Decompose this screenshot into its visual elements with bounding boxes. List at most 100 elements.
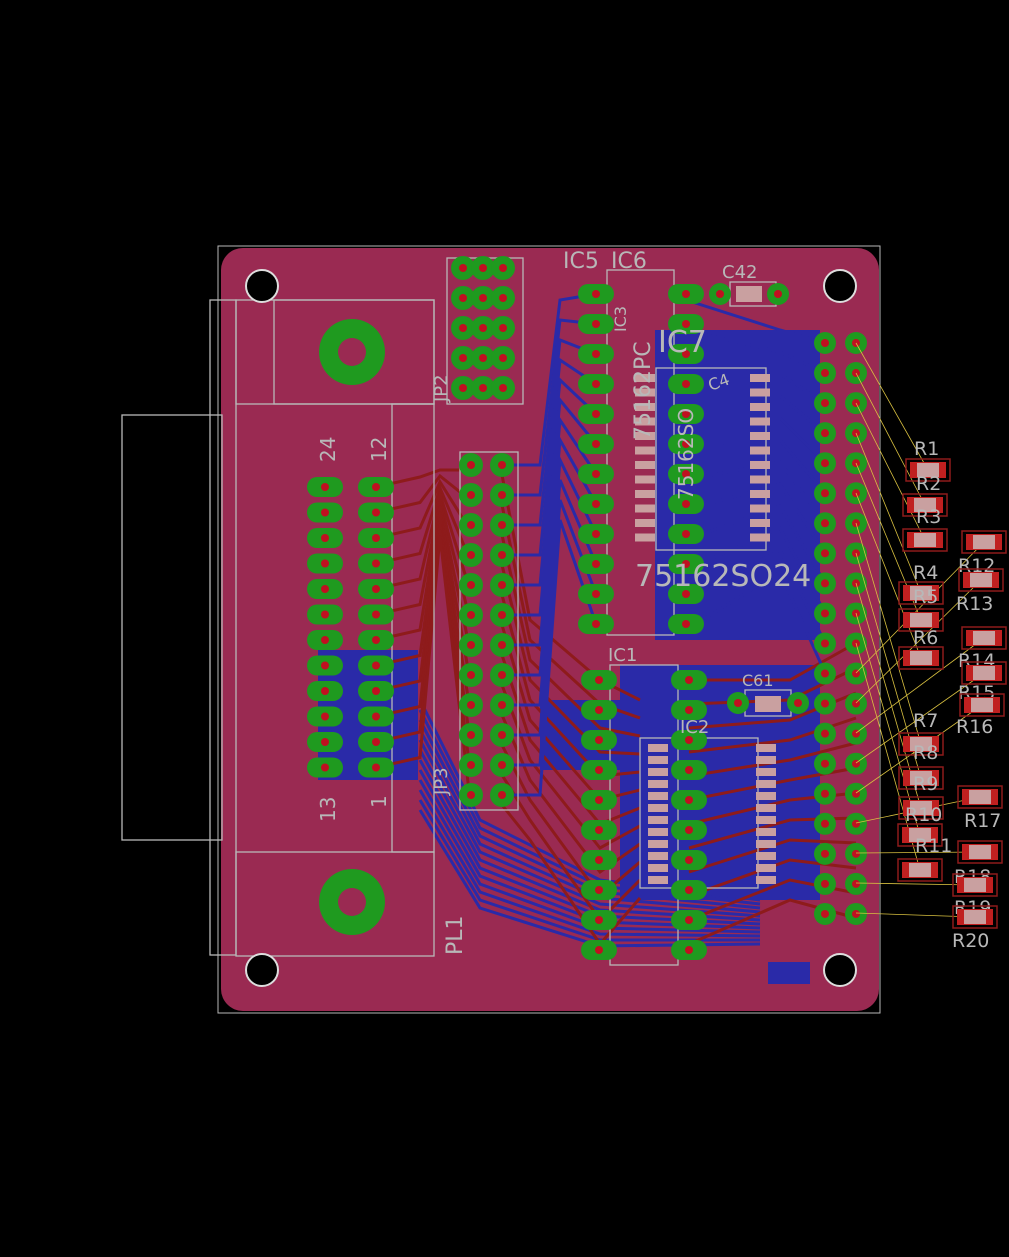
trace <box>500 564 641 756</box>
silkscreen-outline <box>655 367 767 551</box>
label-pl1[interactable]: PL1 <box>443 915 468 955</box>
mounting-hole <box>245 269 279 303</box>
pad-drill <box>498 551 506 559</box>
pad-drill <box>821 759 829 768</box>
pad-drill <box>467 701 475 709</box>
pad-drill <box>821 669 829 678</box>
smd-pad <box>756 780 776 788</box>
airwire <box>855 637 985 734</box>
label-ic3[interactable]: IC3 <box>611 306 630 332</box>
resistor-outline <box>897 858 943 882</box>
pad-drill <box>592 620 600 628</box>
smd-pad <box>635 475 655 484</box>
pad-drill <box>685 856 693 864</box>
resistor-label-r3[interactable]: R3 <box>916 506 941 528</box>
pad-drill <box>467 731 475 739</box>
pad-drill <box>595 856 603 864</box>
pad-drill <box>467 671 475 679</box>
label-ic5[interactable]: IC5 <box>563 249 599 274</box>
label-ic6[interactable]: IC6 <box>611 249 647 274</box>
silkscreen-outline <box>609 664 679 966</box>
pad-drill <box>852 849 860 858</box>
resistors: R1R2R3R4R5R6R7R8R9R10R11R12R13R14R15R16R… <box>897 438 1007 952</box>
resistor-pad <box>910 651 932 665</box>
resistor-label-r20[interactable]: R20 <box>952 930 989 952</box>
label-ic1[interactable]: IC1 <box>608 645 637 666</box>
trace <box>502 396 598 617</box>
trace <box>502 292 597 467</box>
pad-drill <box>682 500 690 508</box>
airwire <box>855 612 921 836</box>
pad-drill <box>467 761 475 769</box>
trace <box>685 416 827 465</box>
resistor-outline <box>902 493 948 517</box>
trace <box>685 298 826 345</box>
resistor-label-r6[interactable]: R6 <box>913 627 938 649</box>
smd-pad <box>648 876 668 884</box>
smd-pad <box>648 792 668 800</box>
smd-pad <box>756 744 776 752</box>
trace <box>500 534 641 738</box>
trace <box>375 468 470 489</box>
resistor-label-r2[interactable]: R2 <box>916 473 941 495</box>
pad-drill <box>372 763 380 772</box>
label-c42[interactable]: C42 <box>722 262 757 283</box>
smd-pad <box>750 461 770 469</box>
resistor-outline <box>898 796 944 820</box>
pad-drill <box>372 559 380 568</box>
resistor-label-r10[interactable]: R10 <box>905 804 942 826</box>
pad-drill <box>321 712 329 721</box>
pad-drill <box>734 699 742 707</box>
pad-drill <box>372 585 380 593</box>
pad-drill <box>821 519 829 528</box>
pad-drill <box>498 521 506 529</box>
trace <box>688 766 857 802</box>
smd-pad <box>756 792 776 800</box>
smd-pad <box>648 768 668 776</box>
smd-pad <box>750 475 770 484</box>
label-jp2[interactable]: JP2 <box>431 374 452 403</box>
trace <box>375 478 472 540</box>
resistor-label-r13[interactable]: R13 <box>956 593 993 615</box>
smd-pad <box>750 432 770 440</box>
pad-drill <box>821 879 829 888</box>
pad-drill <box>852 879 860 888</box>
resistor-label-r17[interactable]: R17 <box>964 810 1001 832</box>
pad-drill <box>682 530 690 538</box>
label-jp3[interactable]: JP3 <box>431 767 452 796</box>
smd-pad <box>756 864 776 872</box>
pad-drill <box>479 354 487 362</box>
smd-pad <box>635 403 655 411</box>
resistor-label-r4[interactable]: R4 <box>913 562 938 584</box>
trace <box>502 357 597 557</box>
resistor-label-r5[interactable]: R5 <box>913 586 938 608</box>
resistor-label-r12[interactable]: R12 <box>958 555 995 577</box>
resistor-label-r11[interactable]: R11 <box>915 835 952 857</box>
resistor-pad <box>971 698 993 712</box>
resistor-label-r9[interactable]: R9 <box>913 773 938 795</box>
resistor-pad <box>917 463 939 477</box>
trace <box>500 624 641 802</box>
trace <box>500 774 642 923</box>
pad-drill <box>498 761 506 769</box>
pad-drill <box>321 636 329 644</box>
resistor-pad <box>973 631 995 645</box>
resistor-label-r7[interactable]: R7 <box>913 710 938 732</box>
airwire <box>855 432 922 594</box>
resistor-label-r8[interactable]: R8 <box>913 742 938 764</box>
trace <box>685 482 827 554</box>
smd-pad <box>635 533 655 542</box>
label-ic2[interactable]: IC2 <box>680 717 709 738</box>
label-c61[interactable]: C61 <box>742 671 774 690</box>
resistor-pad <box>910 586 932 600</box>
label-ic7[interactable]: IC7 <box>658 325 707 360</box>
pad-drill <box>498 731 506 739</box>
resistor-label-r1[interactable]: R1 <box>914 438 939 460</box>
trace <box>502 376 598 587</box>
pad-drill <box>459 384 467 392</box>
resistor-label-r16[interactable]: R16 <box>956 716 993 738</box>
pad-drill <box>479 264 487 272</box>
trace <box>375 473 471 514</box>
